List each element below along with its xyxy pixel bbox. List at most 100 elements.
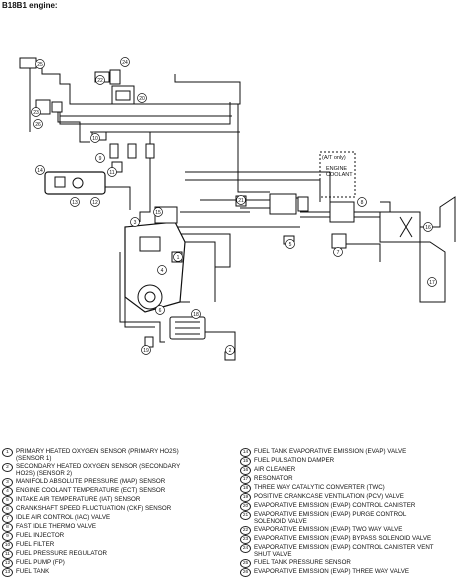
legend-text: PRIMARY HEATED OXYGEN SENSOR (PRIMARY HO… <box>16 448 179 463</box>
legend-number: 20 <box>240 502 251 511</box>
callout-19: 19 <box>141 345 151 355</box>
callout-9: 9 <box>95 153 105 163</box>
legend-text: EVAPORATIVE EMISSION (EVAP) CONTROL CANI… <box>254 502 416 509</box>
hose-line <box>59 102 231 125</box>
callout-8: 8 <box>357 197 367 207</box>
fuel-injector-icon <box>91 131 155 173</box>
legend-text: FUEL TANK EVAPORATIVE EMISSION (EVAP) VA… <box>254 448 407 455</box>
svg-text:16: 16 <box>425 225 431 231</box>
svg-text:17: 17 <box>429 280 435 286</box>
callout-11: 11 <box>107 167 117 177</box>
hose-line <box>180 241 216 302</box>
legend-text: FUEL INJECTOR <box>16 531 65 539</box>
hose-line <box>41 64 241 105</box>
legend-number: 2 <box>2 462 13 472</box>
legend-text: EVAPORATIVE EMISSION (EVAP) BYPASS SOLEN… <box>254 534 432 542</box>
callout-3: 3 <box>130 217 140 227</box>
svg-text:22: 22 <box>97 78 103 84</box>
fast-idle-thermo-valve-icon <box>329 201 355 249</box>
page-title: B18B1 engine: <box>2 1 58 10</box>
legend-text: FUEL PUMP (FP) <box>16 558 65 566</box>
legend-number: 13 <box>2 567 13 577</box>
callout-13: 13 <box>70 197 80 207</box>
hose-line <box>185 171 331 207</box>
legend-number: 16 <box>240 466 251 475</box>
callout-16: 16 <box>423 222 433 232</box>
legend-text: THREE WAY CATALYTIC CONVERTER (TWC) <box>254 484 385 491</box>
legend-number: 6 <box>2 504 13 514</box>
callout-21: 21 <box>236 195 246 205</box>
legend-number: 3 <box>2 477 13 487</box>
svg-text:4: 4 <box>161 268 164 274</box>
legend-number: 1 <box>2 448 13 457</box>
svg-text:19: 19 <box>143 348 149 354</box>
legend-text: ENGINE COOLANT TEMPERATURE (ECT) SENSOR <box>16 486 166 494</box>
hose-line <box>57 104 90 143</box>
legend-text: IDLE AIR CONTROL (IAC) VALVE <box>16 513 111 521</box>
legend-number: 17 <box>240 475 251 484</box>
hose-line <box>340 243 381 262</box>
svg-text:24: 24 <box>122 60 128 66</box>
legend-number: 8 <box>2 522 13 532</box>
legend-text: EVAPORATIVE EMISSION (EVAP) THREE WAY VA… <box>254 567 409 575</box>
callout-10: 10 <box>90 133 100 143</box>
purge-control-solenoid-valve-icon <box>235 193 309 215</box>
svg-text:10: 10 <box>92 136 98 142</box>
svg-text:9: 9 <box>99 156 102 162</box>
engine-coolant-line-1: ENGINE <box>326 166 347 172</box>
callout-7: 7 <box>333 247 343 257</box>
callout-15: 15 <box>153 207 163 217</box>
hose-line <box>139 132 151 222</box>
legend-number: 12 <box>2 558 13 568</box>
callout-14: 14 <box>35 165 45 175</box>
legend-text: FUEL TANK <box>16 567 50 575</box>
callout-22: 22 <box>95 75 105 85</box>
svg-text:1: 1 <box>177 255 180 261</box>
svg-text:14: 14 <box>37 168 43 174</box>
inset-label: (A/T only) <box>322 155 346 161</box>
callout-2: 2 <box>225 345 235 355</box>
svg-text:21: 21 <box>238 198 244 204</box>
svg-text:13: 13 <box>72 200 78 206</box>
legend-text: INTAKE AIR TEMPERATURE (IAT) SENSOR <box>16 495 141 503</box>
engine-coolant-line-2: COOLANT <box>326 172 353 178</box>
legend-text: FAST IDLE THERMO VALVE <box>16 522 96 530</box>
callout-6: 6 <box>155 305 165 315</box>
svg-text:18: 18 <box>193 312 199 318</box>
vacuum-hose-diagram: 25 24 22 20 23 26 10 9 11 14 13 12 15 3 … <box>19 57 456 361</box>
svg-text:12: 12 <box>92 200 98 206</box>
fuel-tank-icon <box>44 171 106 195</box>
svg-text:25: 25 <box>37 62 43 68</box>
legend-number: 26 <box>240 567 251 577</box>
svg-text:5: 5 <box>289 242 292 248</box>
legend-text: RESONATOR <box>254 475 293 482</box>
svg-text:23: 23 <box>33 110 39 116</box>
catalytic-converter-icon <box>169 316 206 340</box>
legend-number: 19 <box>240 493 251 502</box>
callout-25: 25 <box>35 59 45 69</box>
air-cleaner-icon <box>379 211 446 303</box>
legend-text: EVAPORATIVE EMISSION (EVAP) TWO WAY VALV… <box>254 525 403 533</box>
legend-text: MANIFOLD ABSOLUTE PRESSURE (MAP) SENSOR <box>16 477 166 485</box>
svg-text:11: 11 <box>109 170 114 176</box>
legend-number: 25 <box>240 558 251 568</box>
callout-23: 23 <box>31 107 41 117</box>
legend-number: 18 <box>240 484 251 493</box>
svg-text:2: 2 <box>229 348 232 354</box>
